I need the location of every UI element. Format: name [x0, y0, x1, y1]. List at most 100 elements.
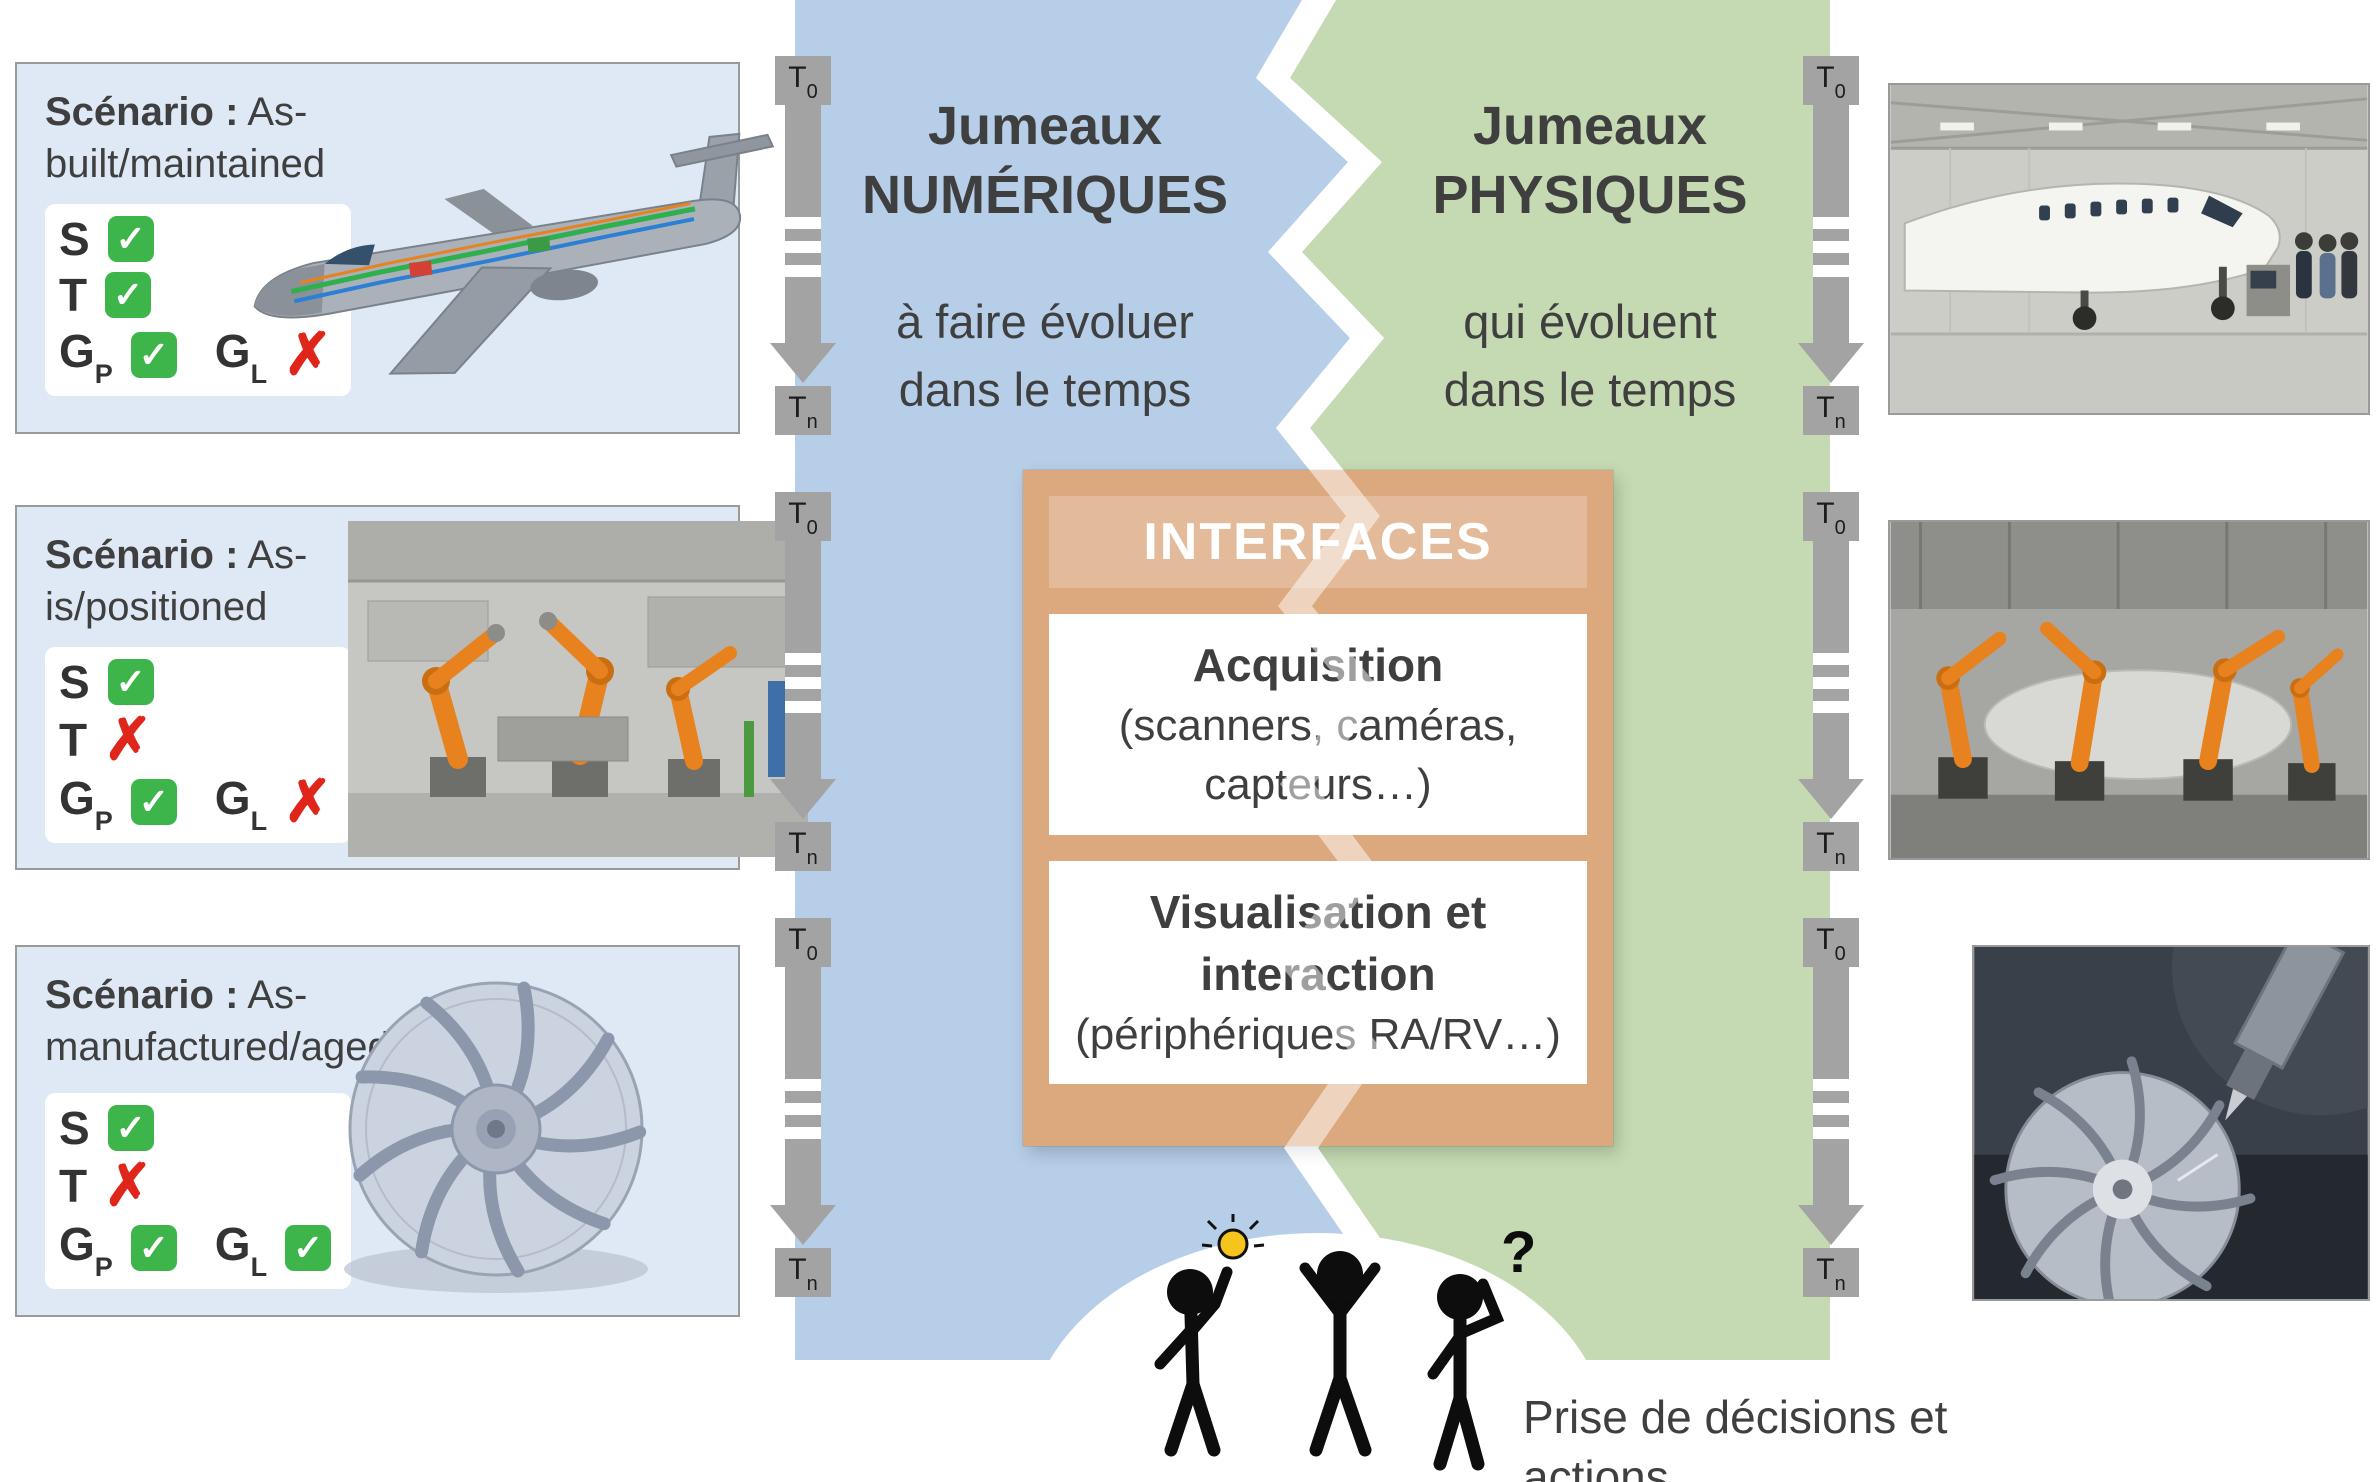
check-icon: ✓	[107, 216, 154, 262]
arrow-shaft	[785, 725, 821, 779]
arrow-shaft	[785, 289, 821, 343]
arrow-dashes	[1813, 641, 1849, 725]
indicator-panel: S ✓ T ✗ GP ✓ GL ✓	[45, 1093, 352, 1290]
visualisation-detail: (périphériques RA/RV…)	[1075, 1010, 1561, 1060]
arrow-head-icon	[1798, 343, 1864, 383]
arrow-shaft	[785, 967, 821, 1067]
indicator-row-s: S ✓	[59, 216, 331, 262]
cross-icon: ✗	[283, 769, 333, 835]
tn-label: Tn	[775, 386, 831, 435]
timeline-arrow-digital-2: T0 Tn	[770, 492, 836, 871]
indicator-row-s: S ✓	[59, 1105, 331, 1151]
tn-label: Tn	[1803, 1248, 1859, 1297]
arrow-head-icon	[770, 779, 836, 819]
indicator-label: GP	[59, 325, 113, 390]
scenario-card-as-is: Scénario : As-is/positioned S ✓ T ✗ GP ✓…	[15, 505, 808, 870]
check-icon: ✓	[107, 659, 154, 705]
indicator-label: GL	[214, 772, 268, 837]
t0-label: T0	[1803, 56, 1859, 105]
timeline-arrow-physical-2: T0 Tn	[1798, 492, 1864, 871]
tn-label: Tn	[775, 1248, 831, 1297]
indicator-label: GL	[214, 325, 268, 390]
visualisation-title: Visualisation et interaction	[1149, 885, 1487, 1000]
indicator-row-t: T ✓	[59, 272, 331, 318]
physical-twins-title: Jumeaux PHYSIQUES	[1432, 96, 1748, 226]
digital-twins-subtitle: à faire évoluer dans le temps	[896, 295, 1194, 417]
photo-business-jet-in-hangar	[1888, 83, 2370, 415]
t0-label: T0	[775, 492, 831, 541]
acquisition-box: Acquisition (scanners, caméras, capteurs…	[1049, 614, 1587, 835]
arrow-head-icon	[1798, 779, 1864, 819]
indicator-row-g: GP ✓ GL ✗	[59, 769, 333, 837]
interfaces-panel: INTERFACES Acquisition (scanners, caméra…	[1023, 470, 1613, 1146]
photo-impeller-machining	[1972, 945, 2370, 1301]
arrow-head-icon	[770, 1205, 836, 1245]
arrow-head-icon	[770, 343, 836, 383]
indicator-label: T	[59, 269, 88, 321]
robot-cell-simulation-image	[348, 521, 808, 857]
indicator-label: GL	[214, 1218, 268, 1283]
decision-people-illustration: ?	[1154, 1214, 1536, 1471]
tn-label: Tn	[1803, 822, 1859, 871]
question-mark: ?	[1501, 1220, 1536, 1285]
indicator-label: S	[59, 213, 90, 265]
scenario-title: Scénario : As-built/maintained	[45, 90, 326, 186]
tn-label: Tn	[775, 822, 831, 871]
interfaces-title: INTERFACES	[1143, 513, 1493, 571]
scenario-title: Scénario : As-is/positioned	[45, 533, 308, 629]
t0-label: T0	[775, 56, 831, 105]
interfaces-header: INTERFACES	[1049, 496, 1587, 588]
arrow-dashes	[1813, 1067, 1849, 1151]
arrow-dashes	[785, 1067, 821, 1151]
timeline-arrow-digital-3: T0 Tn	[770, 918, 836, 1297]
check-icon: ✓	[285, 1225, 332, 1272]
indicator-label: S	[59, 656, 90, 708]
physical-twins-subtitle: qui évoluent dans le temps	[1443, 295, 1737, 417]
indicator-row-t: T ✗	[59, 1153, 331, 1218]
indicator-label: GP	[59, 1218, 113, 1283]
arrow-dashes	[785, 205, 821, 289]
indicator-row-t: T ✗	[59, 707, 331, 772]
indicator-row-g: GP ✓ GL ✓	[59, 1218, 332, 1283]
arrow-dashes	[1813, 205, 1849, 289]
arrow-shaft	[1813, 725, 1849, 779]
impeller-cad-image	[344, 981, 648, 1293]
timeline-arrow-digital-1: T0 Tn	[770, 56, 836, 435]
cross-icon: ✗	[103, 707, 153, 772]
visualisation-box: Visualisation et interaction (périphériq…	[1049, 860, 1587, 1085]
scenario-card-as-manufactured: Scénario : As-manufactured/aged S ✓ T ✗ …	[15, 945, 740, 1317]
t0-label: T0	[1803, 918, 1859, 967]
check-icon: ✓	[130, 332, 177, 379]
photo-industrial-robot-line	[1888, 520, 2370, 860]
arrow-shaft	[1813, 289, 1849, 343]
check-icon: ✓	[130, 779, 177, 826]
timeline-arrow-physical-1: T0 Tn	[1798, 56, 1864, 435]
check-icon: ✓	[105, 272, 152, 318]
arrow-dashes	[785, 641, 821, 725]
decision-caption: Prise de décisions et actions	[1523, 1391, 1948, 1482]
arrow-shaft	[1813, 1151, 1849, 1205]
indicator-label: T	[59, 714, 88, 766]
arrow-shaft	[1813, 541, 1849, 641]
arrow-shaft	[1813, 105, 1849, 205]
acquisition-detail: (scanners, caméras, capteurs…)	[1118, 701, 1518, 810]
check-icon: ✓	[107, 1105, 154, 1151]
digital-twins-title: Jumeaux NUMÉRIQUES	[861, 96, 1229, 226]
arrow-shaft	[785, 105, 821, 205]
aircraft-dmu-image	[253, 132, 775, 375]
check-icon: ✓	[130, 1225, 177, 1272]
indicator-label: T	[59, 1160, 88, 1212]
scenario-title: Scénario : As-manufactured/aged	[45, 973, 390, 1069]
arrow-shaft	[1813, 967, 1849, 1067]
tn-label: Tn	[1803, 386, 1859, 435]
acquisition-title: Acquisition	[1192, 639, 1444, 691]
cross-icon: ✗	[103, 1153, 153, 1218]
indicator-row-s: S ✓	[59, 659, 331, 705]
indicator-label: S	[59, 1102, 90, 1154]
t0-label: T0	[1803, 492, 1859, 541]
arrow-head-icon	[1798, 1205, 1864, 1245]
arrow-shaft	[785, 541, 821, 641]
t0-label: T0	[775, 918, 831, 967]
indicator-row-g: GP ✓ GL ✗	[59, 325, 332, 390]
